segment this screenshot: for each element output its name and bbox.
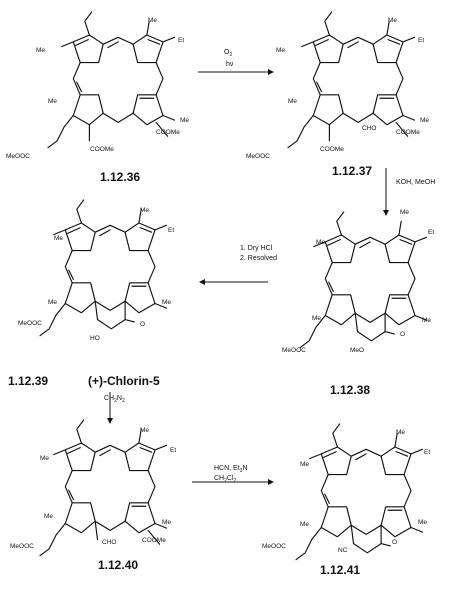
label-me-41a: Me [300,461,309,468]
label-me-39d: Me [162,299,171,306]
label-me-37d: Me [420,117,429,124]
label-me-37a: Me [276,47,285,54]
label-me-40c: Me [44,513,53,520]
label-me-39b: Me [140,207,149,214]
label-meo-38: MeO [350,347,364,354]
label-o-39: O [140,321,145,328]
label-coome-37a: COOMe [320,146,344,153]
reagent-step5-line1: HCN, Et3N [214,465,248,474]
label-et-37: Et [418,37,424,44]
label-coome-36a: COOMe [90,146,114,153]
label-et-39: Et [168,227,174,234]
label-me-37b: Me [388,17,397,24]
reagent-step4: CH2N2 [104,395,125,404]
arrow-step3 [199,279,268,285]
reagent-step5-line2: CH2Cl2 [214,475,237,484]
label-et-40: Et [170,447,176,454]
label-me-38b: Me [400,209,409,216]
compound-name-chlorin-5: (+)-Chlorin-5 [88,374,160,388]
label-meooc-38: MeOOC [282,347,306,354]
label-meooc-40: MeOOC [10,543,34,550]
compound-id-1-12-39: 1.12.39 [8,374,48,388]
label-me-40a: Me [40,455,49,462]
label-meooc-41: MeOOC [262,543,286,550]
label-me-41d: Me [418,519,427,526]
label-me-37c: Me [288,98,297,105]
structure-1-12-36 [47,11,176,149]
label-me-38c: Me [312,315,321,322]
reagent-step1-line1: O2 [224,49,232,58]
label-meooc-36: MeOOC [6,153,30,160]
compound-id-1-12-40: 1.12.40 [98,558,138,572]
label-ho-39: HO [90,335,100,342]
structure-1-12-39 [39,199,168,337]
label-cho-37: CHO [362,125,376,132]
label-o-41: O [392,539,397,546]
label-me-40d: Me [162,519,171,526]
label-coome-40: COOMe [142,537,166,544]
label-meooc-39: MeOOC [18,320,42,327]
arrow-step2 [383,168,389,216]
label-me-41c: Me [300,521,309,528]
reagent-step3-line1: 1. Dry HCl [240,245,273,252]
reagent-step2: KOH, MeOH [396,179,435,186]
label-et-36: Et [178,37,184,44]
label-cho-40: CHO [102,539,116,546]
label-me-39c: Me [48,299,57,306]
structure-1-12-37 [287,11,416,149]
label-me-39a: Me [54,235,63,242]
structure-1-12-41 [295,423,424,561]
compound-id-1-12-38: 1.12.38 [330,383,370,397]
reagent-step1-line2: hν [226,61,234,68]
label-me-36d: Me [180,117,189,124]
label-me-41b: Me [396,429,405,436]
label-et-38: Et [428,229,434,236]
label-nc-41: NC [338,547,348,554]
label-meooc-37: MeOOC [246,153,270,160]
structure-1-12-40 [39,419,168,557]
arrow-step4 [107,392,113,424]
compound-id-1-12-36: 1.12.36 [100,170,140,184]
label-coome-37b: COOMe [396,129,420,136]
label-me-36c: Me [48,98,57,105]
label-me-40b: Me [140,427,149,434]
label-o-38: O [400,331,405,338]
label-me-36a: Me [36,47,45,54]
reagent-step3-line2: 2. Resolved [240,255,277,262]
label-me-38d: Me [422,317,431,324]
arrow-step5 [192,479,274,485]
label-me-36b: Me [148,17,157,24]
label-coome-36b: COOMe [156,129,180,136]
compound-id-1-12-37: 1.12.37 [332,164,372,178]
label-me-38a: Me [316,239,325,246]
label-et-41: Et [424,449,430,456]
compound-id-1-12-41: 1.12.41 [320,563,360,577]
structure-1-12-38 [299,211,428,349]
arrow-step1 [198,69,274,75]
